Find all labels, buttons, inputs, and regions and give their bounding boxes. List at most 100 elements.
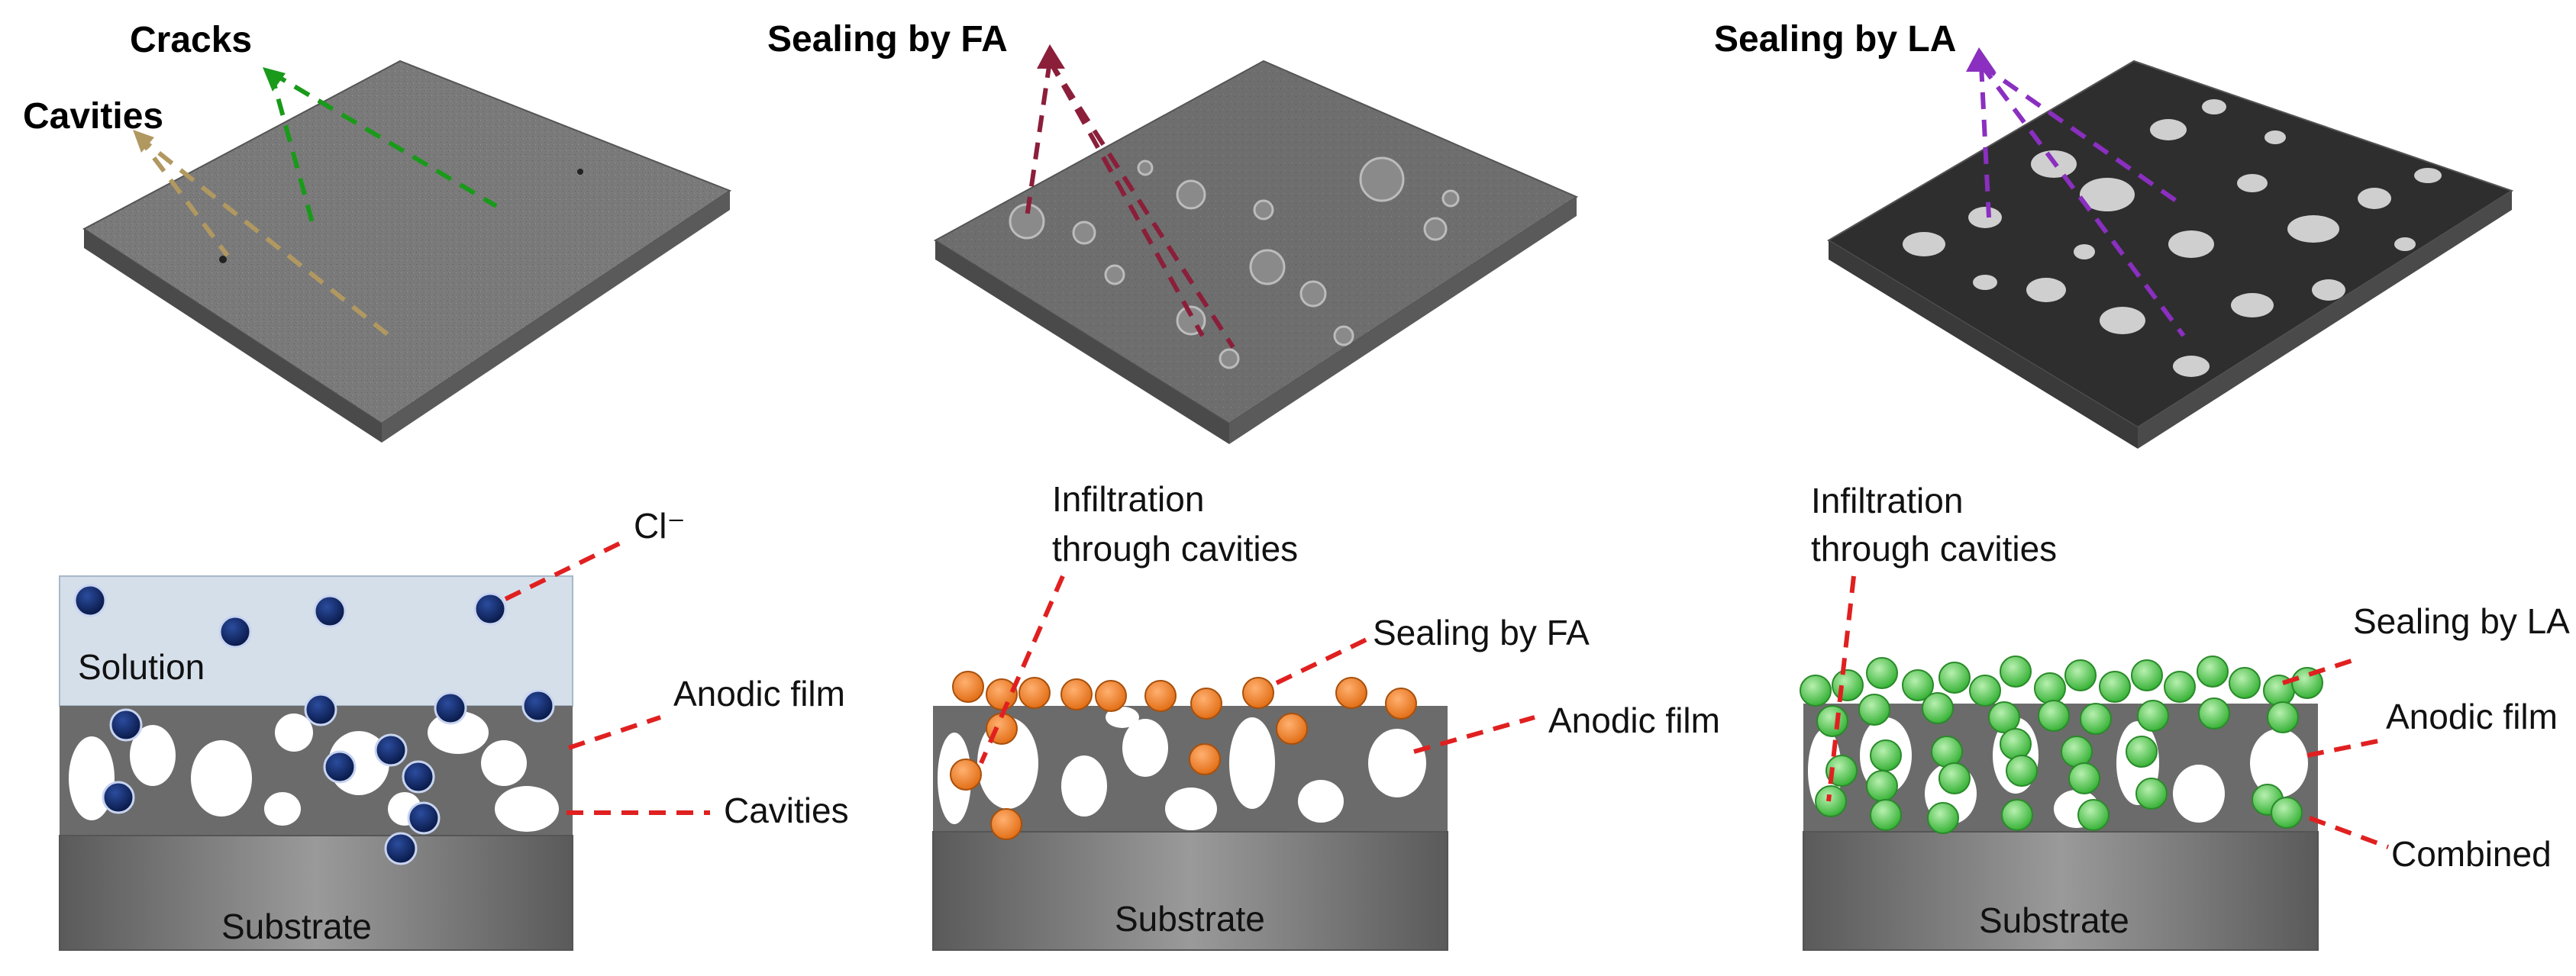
- chloride-ion: [384, 832, 418, 865]
- substrate-layer: [59, 835, 573, 951]
- plate-left-side: [84, 229, 382, 443]
- la-particle: [1988, 701, 2020, 733]
- fa-particle: [1018, 677, 1051, 709]
- la-particle: [1922, 692, 1954, 724]
- bottom-panel-untreated: Cl⁻ Solution Anodic film Cavities Substr…: [59, 506, 849, 951]
- chloride-ions: [73, 584, 555, 865]
- cracks-arrow: [269, 70, 498, 226]
- cavities-arrowhead: [133, 130, 154, 153]
- fa-particle: [1095, 680, 1127, 712]
- plate-left-side: [1829, 240, 2138, 449]
- la-particle: [2198, 697, 2230, 730]
- la-particle: [2135, 778, 2168, 810]
- fa-surface-bubbles: [1009, 156, 1460, 369]
- anodic-film-label: Anodic film: [1548, 701, 1720, 740]
- cracks-label: Cracks: [130, 20, 252, 60]
- chloride-ion: [407, 801, 441, 835]
- substrate-label: Substrate: [221, 907, 372, 946]
- infiltration-label-line2: through cavities: [1811, 529, 2057, 569]
- la-particle: [1800, 675, 1832, 707]
- fa-particle: [990, 808, 1022, 840]
- infiltration-label-line1: Infiltration: [1811, 481, 1963, 520]
- top-panel-la: Sealing by LA: [1714, 19, 2514, 449]
- chloride-ion: [521, 689, 555, 723]
- chloride-ion: [323, 750, 357, 784]
- la-particle: [1927, 802, 1959, 834]
- solution-label: Solution: [78, 647, 205, 687]
- bottom-panel-fa: Infiltration through cavities Sealing by…: [932, 479, 1720, 951]
- la-particle: [1825, 755, 1858, 787]
- fa-particle: [1189, 743, 1221, 775]
- chloride-ion: [402, 760, 435, 794]
- la-particle: [1870, 739, 1902, 771]
- combined-label: Combined: [2391, 834, 2552, 874]
- fa-particle: [950, 759, 982, 791]
- substrate-label: Substrate: [1979, 900, 2129, 940]
- leader-lines: [979, 575, 1535, 765]
- la-particle: [1832, 669, 1864, 701]
- la-particle: [2001, 799, 2033, 831]
- chloride-ion: [73, 584, 107, 617]
- cracks-arrowhead: [263, 67, 286, 92]
- chloride-label: Cl⁻: [634, 506, 686, 546]
- la-particle: [2126, 736, 2158, 768]
- la-particle: [2064, 659, 2097, 691]
- fa-particle: [1060, 678, 1093, 710]
- chloride-ion: [218, 615, 252, 649]
- infiltration-label-line2: through cavities: [1052, 529, 1298, 569]
- fa-title: Sealing by FA: [767, 19, 1008, 60]
- fa-particle: [1335, 677, 1367, 709]
- la-particle: [2061, 736, 2093, 768]
- la-particle: [2291, 667, 2323, 699]
- anodic-film-label: Anodic film: [2386, 697, 2558, 736]
- cavities-label: Cavities: [23, 96, 163, 137]
- la-arrowhead: [1966, 47, 1996, 72]
- la-surface-particles: [1903, 99, 2442, 377]
- fa-particle: [986, 678, 1018, 710]
- fa-particle: [1242, 677, 1274, 709]
- la-particle: [1870, 799, 1902, 831]
- fa-particle: [1385, 688, 1417, 720]
- leader-lines: [504, 538, 710, 815]
- la-title: Sealing by LA: [1714, 19, 1956, 60]
- cavities-label: Cavities: [724, 791, 849, 830]
- la-particle: [1938, 662, 1971, 694]
- la-particle: [1866, 770, 1898, 802]
- la-particle: [2267, 701, 2299, 733]
- chloride-ion: [102, 781, 135, 814]
- bottom-panel-la: Infiltration through cavities Sealing by…: [1800, 481, 2570, 951]
- la-particle: [1902, 669, 1934, 701]
- la-particle: [1858, 694, 1890, 726]
- plate-top-surface: [82, 60, 732, 425]
- plate-right-side: [382, 191, 730, 443]
- la-particle: [2000, 728, 2032, 760]
- sealing-la-label: Sealing by LA: [2353, 601, 2570, 641]
- la-particle: [2006, 755, 2038, 787]
- la-particle: [2271, 797, 2303, 829]
- leader-lines: [1826, 575, 2390, 849]
- fa-particle: [1276, 713, 1308, 745]
- substrate-label: Substrate: [1115, 899, 1265, 939]
- fa-particle: [1190, 688, 1222, 720]
- la-particle: [2137, 700, 2169, 732]
- top-panel-fa: Sealing by FA: [767, 19, 1579, 444]
- chloride-ion: [109, 708, 143, 742]
- fa-arrowhead: [1037, 44, 1065, 69]
- la-particle: [2164, 671, 2196, 703]
- la-particle: [2038, 700, 2070, 732]
- la-particle: [2197, 655, 2229, 688]
- plate-left-side: [935, 240, 1229, 444]
- la-particle: [2000, 655, 2032, 688]
- la-arrow: [1979, 63, 2186, 337]
- fa-particle: [952, 671, 984, 703]
- top-panel-untreated: Cracks Cavities: [23, 20, 732, 443]
- la-particle: [2068, 762, 2100, 794]
- plate-top-surface: [934, 60, 1579, 425]
- substrate-layer: [932, 831, 1448, 951]
- infiltration-label-line1: Infiltration: [1052, 479, 1204, 519]
- chloride-ion: [473, 592, 507, 626]
- fa-arrow: [1025, 60, 1235, 349]
- la-particle: [2077, 799, 2110, 831]
- la-particle: [1969, 675, 2001, 707]
